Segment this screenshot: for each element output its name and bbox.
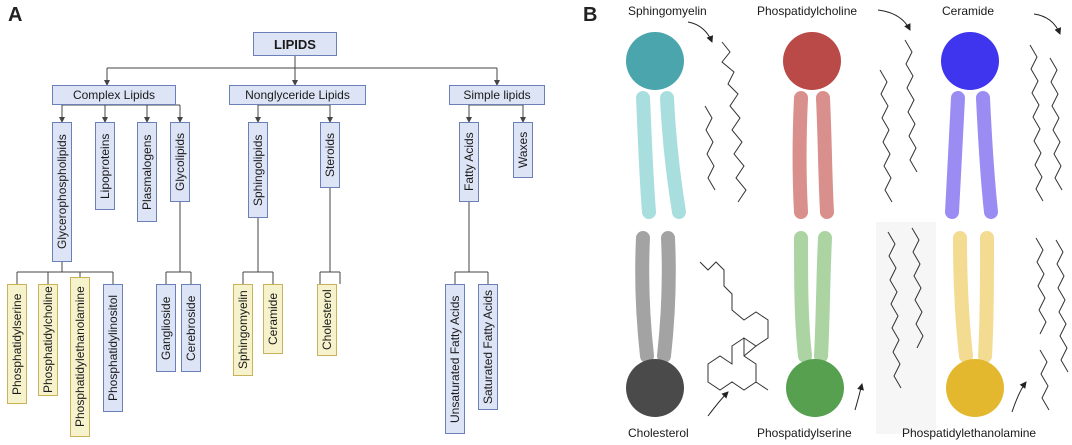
phospatidylserine-structure-bg [876, 222, 936, 434]
phospatidylcholine-molecule [783, 9, 918, 219]
cholesterol-molecule [626, 231, 769, 417]
cholesterol-structure [699, 261, 769, 391]
phospatidylethanolamine-tail-left [953, 231, 973, 363]
phospatidylethanolamine-molecule [946, 231, 1069, 417]
panel-a-label: A [8, 4, 23, 26]
ceramide-structure-chain1 [1029, 44, 1044, 202]
sphingomyelin-head [626, 32, 684, 90]
phospatidylserine-structure-chain2 [911, 227, 924, 349]
phospatidylethanolamine-tail-right [978, 231, 994, 363]
phospatidylserine-arrow [854, 383, 864, 411]
sphingomyelin-arrow [687, 21, 714, 43]
nonglyceride-lipids-box: Nonglyceride Lipids [229, 85, 366, 105]
phospatidylcholine-structure-chain1 [879, 69, 893, 203]
sphingomyelin-molecule [626, 21, 747, 219]
sphingomyelin-structure-chain [704, 105, 716, 191]
phospatidylserine-tail-right [814, 231, 832, 363]
ceramide-tail-right [976, 91, 998, 219]
ceramide-label: Ceramide [942, 4, 995, 18]
cholesterol-tail-right [657, 231, 676, 363]
cholesterol-label: Cholesterol [628, 426, 689, 440]
cholesterol-arrow [707, 391, 729, 417]
tree-connectors [16, 56, 526, 284]
sphingomyelin-tail-right [660, 91, 686, 219]
phospatidylserine-label: Phospatidylserine [757, 426, 852, 440]
phospatidylcholine-tail-right [816, 91, 834, 219]
panel-b-label: B [583, 4, 598, 26]
ceramide-arrow [1033, 13, 1062, 35]
simple-lipids-box: Simple lipids [449, 85, 545, 105]
sphingomyelin-label: Sphingomyelin [628, 4, 707, 18]
phospatidylethanolamine-label: Phospatidylethanolamine [902, 426, 1037, 440]
phospatidylethanolamine-structure-headgroup [1039, 349, 1050, 411]
phospatidylserine-molecule [786, 222, 936, 434]
phospatidylethanolamine-arrow [1011, 381, 1027, 413]
phospatidylethanolamine-structure-chain1 [1035, 237, 1047, 335]
sphingomyelin-structure [721, 41, 747, 203]
complex-lipids-box: Complex Lipids [52, 85, 176, 105]
sphingomyelin-tail-left [636, 91, 656, 219]
cholesterol-head [626, 359, 684, 417]
phospatidylcholine-arrow [877, 9, 911, 31]
phospatidylserine-structure-chain1 [887, 231, 902, 389]
phospatidylserine-tail-left [794, 231, 812, 363]
phospatidylcholine-label: Phospatidylcholine [757, 4, 858, 18]
ceramide-tail-left [945, 91, 965, 219]
phospatidylethanolamine-structure-chain2 [1055, 239, 1069, 373]
ceramide-head [941, 32, 999, 90]
phospatidylethanolamine-head [946, 359, 1004, 417]
cholesterol-tail-left [635, 231, 654, 363]
lipids-root-box: LIPIDS [253, 32, 337, 56]
phospatidylserine-head [786, 359, 844, 417]
phospatidylcholine-structure-chain2 [904, 39, 918, 173]
ceramide-molecule [941, 13, 1063, 219]
phospatidylcholine-head [783, 32, 841, 90]
ceramide-structure-chain2 [1049, 57, 1063, 191]
phospatidylcholine-tail-left [792, 91, 808, 219]
